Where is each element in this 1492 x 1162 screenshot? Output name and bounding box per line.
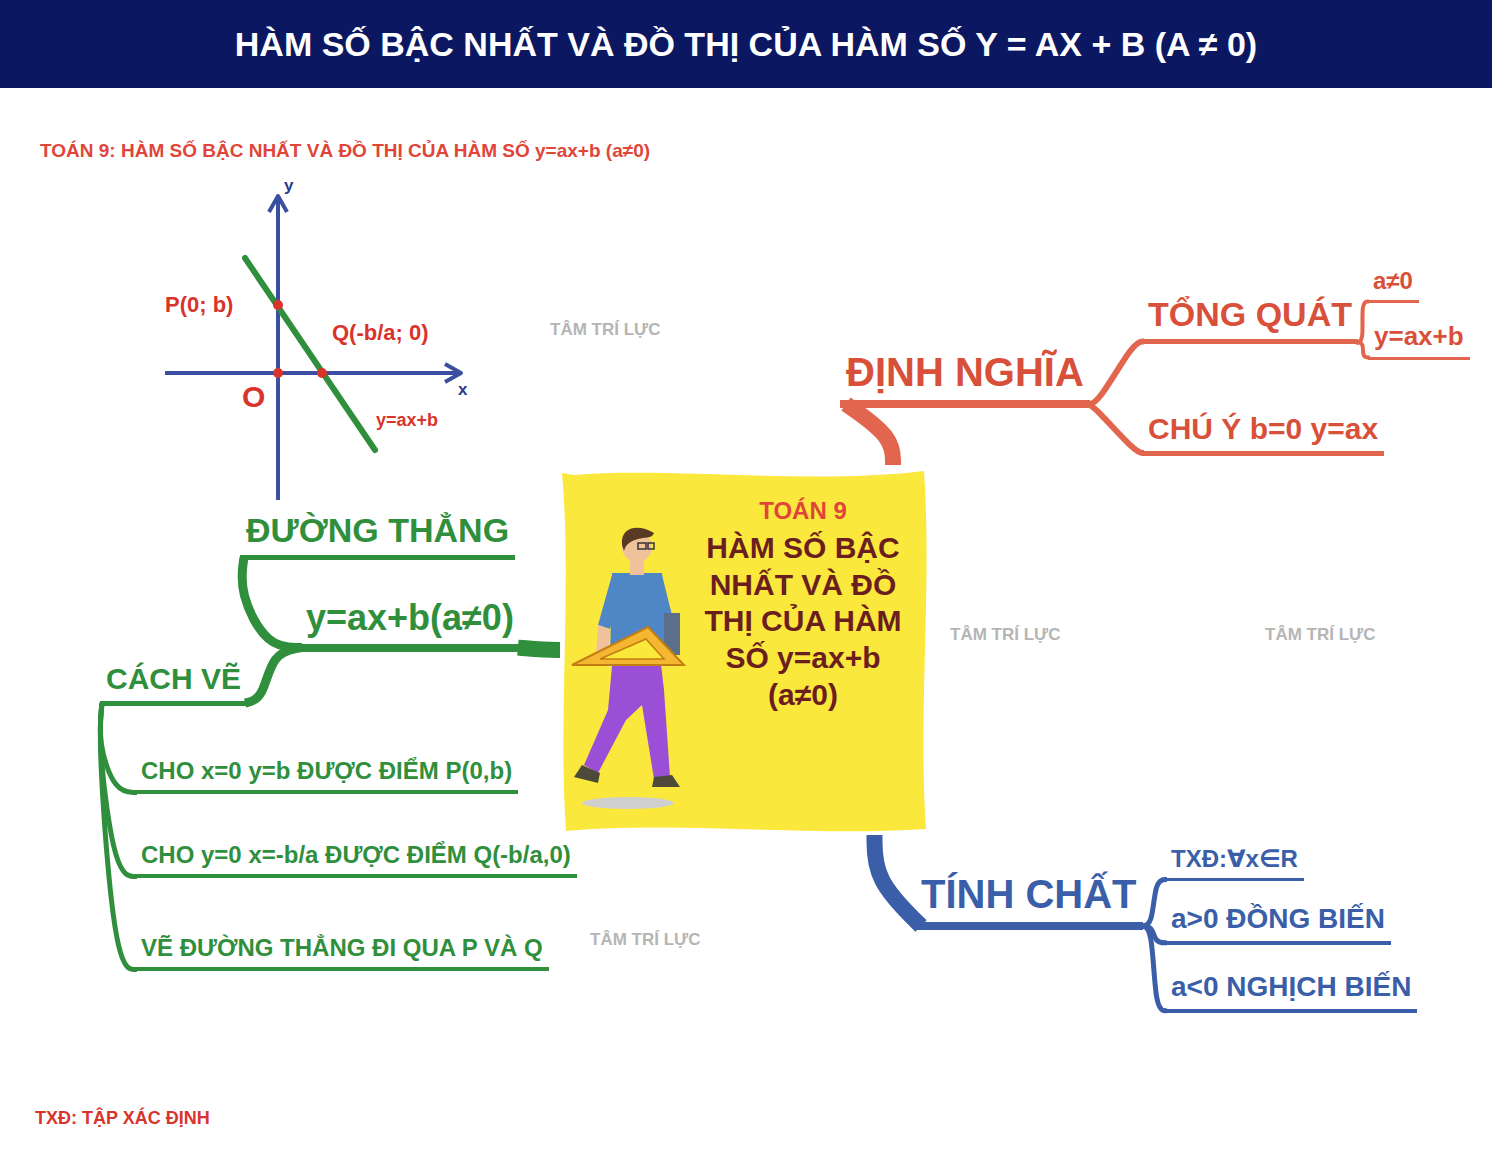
sub-branch: a>0 ĐỒNG BIẾN — [1165, 904, 1391, 945]
axis-label: x — [458, 380, 467, 400]
topic-subject: TOÁN 9 — [692, 495, 914, 526]
sub-branch: ĐƯỜNG THẲNG — [240, 512, 515, 560]
branch-text: VẼ ĐƯỜNG THẲNG ĐI QUA P VÀ Q — [141, 935, 543, 961]
main-branch: TÍNH CHẤT — [915, 872, 1143, 930]
sub-branch: CHÚ Ý b=0 y=ax — [1142, 412, 1384, 456]
glasses — [638, 543, 646, 549]
branch-text: TXĐ:∀x∈R — [1171, 846, 1298, 872]
shoe — [652, 775, 680, 787]
hair — [622, 528, 654, 551]
branch-text: ĐƯỜNG THẲNG — [246, 512, 509, 549]
branch-connector — [518, 648, 560, 650]
title-bar: HÀM SỐ BẬC NHẤT VÀ ĐỒ THỊ CỦA HÀM SỐ Y =… — [0, 0, 1492, 88]
point-q — [317, 368, 327, 378]
main-branch: y=ax+b(a≠0) — [300, 598, 520, 652]
set-square-hole — [600, 639, 664, 659]
line-label: y=ax+b — [376, 410, 438, 431]
central-topic: TOÁN 9 HÀM SỐ BẬC NHẤT VÀ ĐỒ THỊ CỦA HÀM … — [560, 465, 930, 835]
x-axis — [165, 371, 458, 375]
branch-connector — [242, 557, 302, 647]
x-axis-arrow — [445, 364, 461, 382]
branch-connector — [1088, 404, 1144, 453]
branch-text: a>0 ĐỒNG BIẾN — [1171, 904, 1385, 935]
branch-text: CHO y=0 x=-b/a ĐƯỢC ĐIỂM Q(-b/a,0) — [141, 842, 571, 868]
branch-connector — [846, 404, 893, 465]
glasses — [648, 543, 654, 549]
subtitle: TOÁN 9: HÀM SỐ BẬC NHẤT VÀ ĐỒ THỊ CỦA HÀ… — [40, 140, 650, 162]
point-p — [273, 300, 283, 310]
branch-text: a≠0 — [1373, 268, 1413, 294]
branch-text: CHO x=0 y=b ĐƯỢC ĐIỂM P(0,b) — [141, 758, 512, 784]
footnote: TXĐ: TẬP XÁC ĐỊNH — [35, 1108, 210, 1129]
topic-title: HÀM SỐ BẬC NHẤT VÀ ĐỒ THỊ CỦA HÀM SỐ y=a… — [692, 530, 914, 713]
shoe — [574, 765, 600, 783]
topic-blob-shape — [562, 471, 927, 831]
point-label: Q(-b/a; 0) — [332, 320, 429, 345]
branch-connector — [100, 703, 137, 969]
sub-branch: CÁCH VẼ — [100, 662, 247, 706]
set-square — [572, 627, 684, 665]
student-illustration — [568, 515, 688, 815]
page-title: HÀM SỐ BẬC NHẤT VÀ ĐỒ THỊ CỦA HÀM SỐ Y =… — [235, 25, 1257, 64]
y-axis — [276, 200, 280, 500]
origin-label: O — [242, 380, 265, 415]
leaf-branch: a≠0 — [1367, 268, 1419, 303]
sub-branch: TXĐ:∀x∈R — [1165, 846, 1304, 881]
branch-connector — [1088, 341, 1144, 404]
leaf-branch: CHO y=0 x=-b/a ĐƯỢC ĐIỂM Q(-b/a,0) — [135, 842, 577, 878]
branch-connector — [245, 648, 302, 703]
watermark: TÂM TRÍ LỰC — [1265, 625, 1375, 645]
branch-text: y=ax+b(a≠0) — [306, 598, 514, 638]
watermark: TÂM TRÍ LỰC — [550, 320, 660, 340]
y-axis-arrow — [269, 196, 287, 212]
branch-text: ĐỊNH NGHĨA — [846, 350, 1084, 394]
axis-label: y — [284, 176, 293, 196]
trousers — [584, 655, 670, 779]
leaf-branch: CHO x=0 y=b ĐƯỢC ĐIỂM P(0,b) — [135, 758, 518, 794]
sub-branch: TỔNG QUÁT — [1142, 296, 1358, 344]
point-label: P(0; b) — [165, 292, 233, 317]
watermark: TÂM TRÍ LỰC — [590, 930, 700, 950]
leaf-branch: VẼ ĐƯỜNG THẲNG ĐI QUA P VÀ Q — [135, 935, 549, 971]
branch-text: TÍNH CHẤT — [921, 872, 1137, 916]
branch-connector — [1141, 926, 1167, 1011]
branch-text: CÁCH VẼ — [106, 662, 241, 695]
leaf-branch: y=ax+b — [1368, 322, 1470, 360]
origin-point — [273, 368, 283, 378]
sub-branch: a<0 NGHỊCH BIẾN — [1165, 972, 1417, 1013]
branch-text: CHÚ Ý b=0 y=ax — [1148, 412, 1378, 445]
sleeve — [598, 575, 620, 629]
function-line — [245, 258, 375, 450]
branch-text: TỔNG QUÁT — [1148, 296, 1352, 333]
shadow — [582, 797, 674, 809]
watermark: TÂM TRÍ LỰC — [950, 625, 1060, 645]
main-branch: ĐỊNH NGHĨA — [840, 350, 1090, 408]
branch-connector — [1141, 879, 1167, 926]
branch-text: a<0 NGHỊCH BIẾN — [1171, 972, 1411, 1003]
branch-text: y=ax+b — [1374, 322, 1464, 351]
